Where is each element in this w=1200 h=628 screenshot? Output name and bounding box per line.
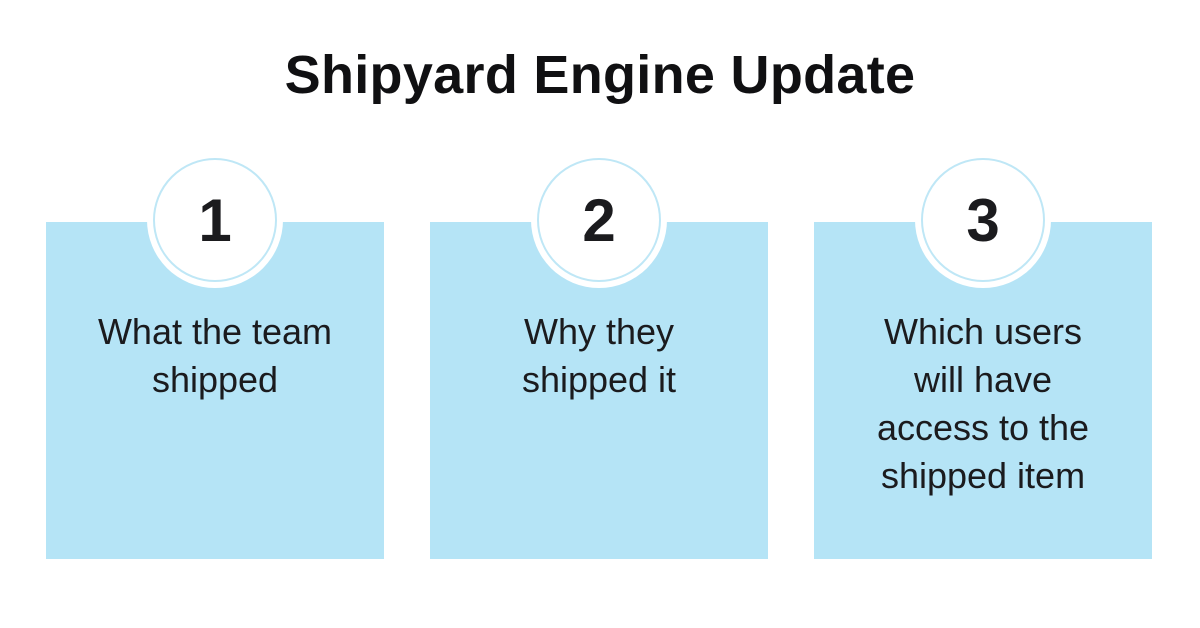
step-1-number-badge: 1 xyxy=(153,158,277,282)
step-card-2: 2 Why they shipped it xyxy=(430,158,768,559)
step-1-description: What the team shipped xyxy=(97,311,333,400)
step-card-1: 1 What the team shipped xyxy=(46,158,384,559)
step-3-number-badge: 3 xyxy=(921,158,1045,282)
step-3-number: 3 xyxy=(966,186,1000,254)
step-2-number: 2 xyxy=(582,186,616,254)
step-3-description: Which users will have access to the ship… xyxy=(876,311,1090,496)
page-title: Shipyard Engine Update xyxy=(284,45,916,105)
step-2-number-badge: 2 xyxy=(537,158,661,282)
step-2-description: Why they shipped it xyxy=(521,311,677,400)
steps-row: 1 What the team shipped 2 Why they shipp… xyxy=(46,158,1152,559)
step-card-3: 3 Which users will have access to the sh… xyxy=(814,158,1152,559)
step-1-number: 1 xyxy=(198,186,232,254)
